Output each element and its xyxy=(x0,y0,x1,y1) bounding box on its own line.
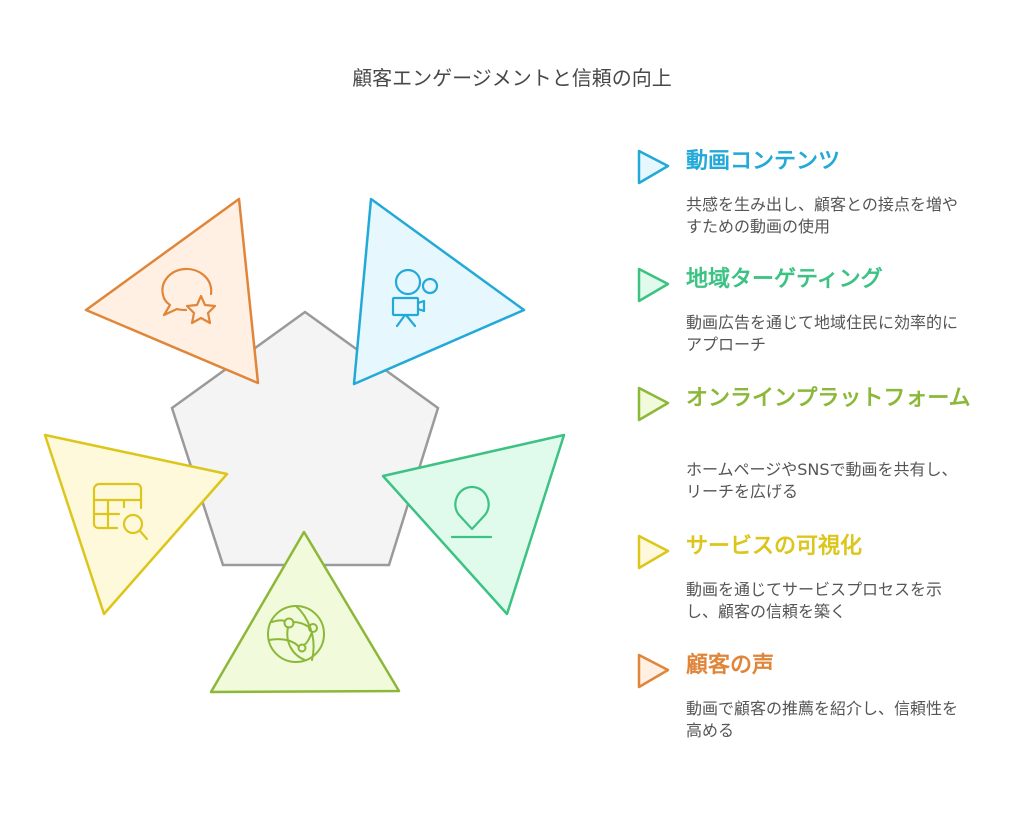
triangle-arrow-icon xyxy=(637,149,670,185)
diagram-title: 顧客エンゲージメントと信頼の向上 xyxy=(352,66,672,90)
triangle-arrow-icon xyxy=(637,534,670,570)
triangle-arrow-icon xyxy=(637,386,670,422)
video-camera-icon xyxy=(391,268,439,328)
chat-star-icon xyxy=(161,267,217,325)
item-title: サービスの可視化 xyxy=(686,534,863,559)
triangle-service-visualization xyxy=(43,433,229,616)
table-search-icon xyxy=(92,482,149,541)
item-description: ホームページやSNSで動画を共有し、リーチを広げる xyxy=(686,460,958,501)
triangle-arrow-icon xyxy=(637,267,670,303)
triangle-online-platform xyxy=(209,530,401,694)
map-pin-icon xyxy=(450,485,493,539)
item-title: 地域ターゲティング xyxy=(686,267,883,292)
item-description: 動画で顧客の推薦を紹介し、信頼性を高める xyxy=(686,699,959,740)
triangle-video-content xyxy=(352,197,526,386)
triangle-local-targeting xyxy=(381,433,566,616)
triangle-arrow-icon xyxy=(637,653,670,689)
item-description: 動画を通じてサービスプロセスを示し、顧客の信頼を築く xyxy=(686,580,943,621)
item-title: 動画コンテンツ xyxy=(686,149,841,174)
item-title: 顧客の声 xyxy=(686,653,775,678)
item-description: 共感を生み出し、顧客との接点を増やすための動画の使用 xyxy=(686,195,958,236)
globe-network-icon xyxy=(267,605,325,663)
triangle-customer-voice xyxy=(84,197,260,385)
item-title: オンラインプラットフォーム xyxy=(686,386,971,411)
item-description: 動画広告を通じて地域住民に効率的にアプローチ xyxy=(686,313,959,354)
